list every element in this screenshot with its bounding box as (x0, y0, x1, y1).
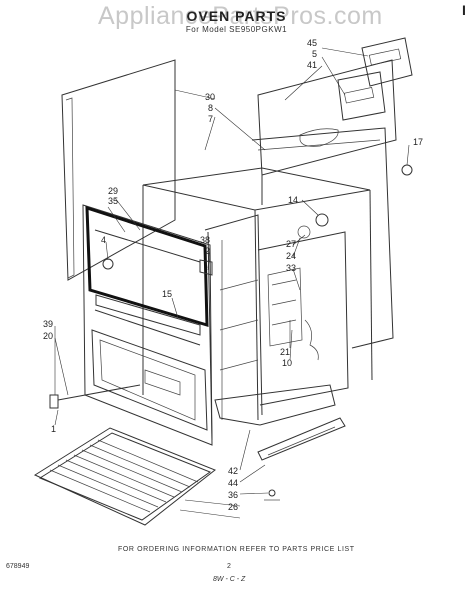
side-insulation-panel (61, 59, 176, 281)
bottom-trim (214, 384, 346, 461)
callout-29: 29 (108, 186, 119, 196)
callout-45: 45 (307, 38, 318, 48)
callout-15: 15 (162, 289, 173, 299)
callout-41: 41 (307, 60, 318, 70)
callout-8: 8 (208, 103, 214, 113)
callout-36: 36 (228, 490, 239, 500)
callout-14: 14 (288, 195, 299, 205)
rear-right-panel (251, 127, 394, 349)
revision-code: 8W - C - Z (213, 576, 246, 583)
callout-42: 42 (228, 466, 239, 476)
callout-26: 26 (228, 502, 239, 512)
document-number: 678949 (6, 563, 30, 570)
leader-lines (54, 47, 410, 519)
callout-38: 38 (200, 235, 211, 245)
ordering-note: FOR ORDERING INFORMATION REFER TO PARTS … (118, 546, 355, 553)
callout-27: 27 (286, 239, 297, 249)
callout-1: 1 (51, 424, 57, 434)
oven-rack (33, 427, 216, 526)
callout-17: 17 (413, 137, 424, 147)
callout-20: 20 (43, 331, 54, 341)
watermark-text: AppliancePartsPros.com (98, 2, 383, 30)
callout-4: 4 (101, 235, 107, 245)
rear-vent-panel (337, 37, 413, 121)
callout-2: 2 (205, 246, 211, 256)
oven-back-wall (257, 59, 397, 205)
callout-21: 21 (280, 347, 291, 357)
oven-cavity-box (142, 167, 373, 441)
callout-30: 30 (205, 92, 216, 102)
page-title: OVEN PARTS (186, 8, 287, 24)
callout-10: 10 (282, 358, 293, 368)
callout-44: 44 (228, 478, 239, 488)
small-parts (49, 164, 413, 501)
callout-39: 39 (43, 319, 54, 329)
corner-mark: I (462, 2, 466, 18)
callout-5: 5 (312, 49, 318, 59)
callout-24: 24 (286, 251, 297, 261)
callout-35: 35 (108, 196, 119, 206)
callout-7: 7 (208, 114, 214, 124)
front-frame (82, 204, 213, 446)
model-subtitle: For Model SE950PGKW1 (185, 25, 288, 34)
callout-33: 33 (286, 263, 297, 273)
page-number: 2 (227, 563, 231, 570)
